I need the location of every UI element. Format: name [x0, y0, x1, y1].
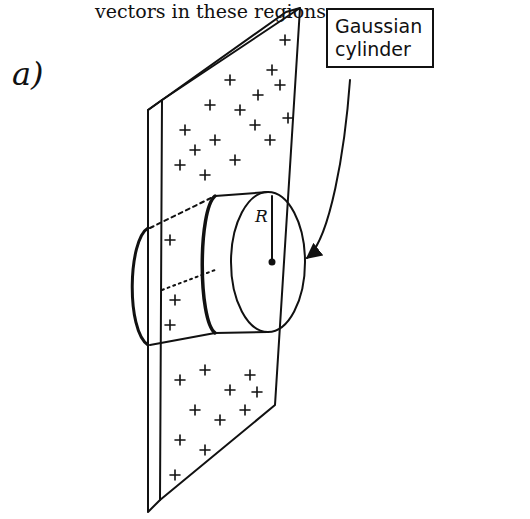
radius-line — [271, 196, 273, 262]
cylinder-cap — [231, 192, 305, 332]
cylinder-hidden-line — [162, 270, 215, 290]
center-dot — [270, 260, 275, 265]
cylinder-back-cap — [132, 228, 148, 345]
cylinder-slab-cut — [202, 196, 215, 333]
heading-fragment: vectors in these regions. — [95, 0, 332, 22]
plus-charges — [165, 35, 293, 480]
slab-face — [160, 8, 300, 500]
label-box: Gaussian cylinder — [326, 8, 434, 68]
slab-edge — [148, 100, 162, 512]
part-letter: a) — [12, 55, 44, 93]
cylinder-bottom-line — [150, 333, 215, 345]
leader-arrow — [307, 80, 350, 258]
box-text: Gaussian cylinder — [335, 15, 425, 61]
radius-label: R — [255, 206, 268, 226]
cylinder-bottom-line — [215, 332, 268, 333]
slab-top — [148, 8, 300, 110]
